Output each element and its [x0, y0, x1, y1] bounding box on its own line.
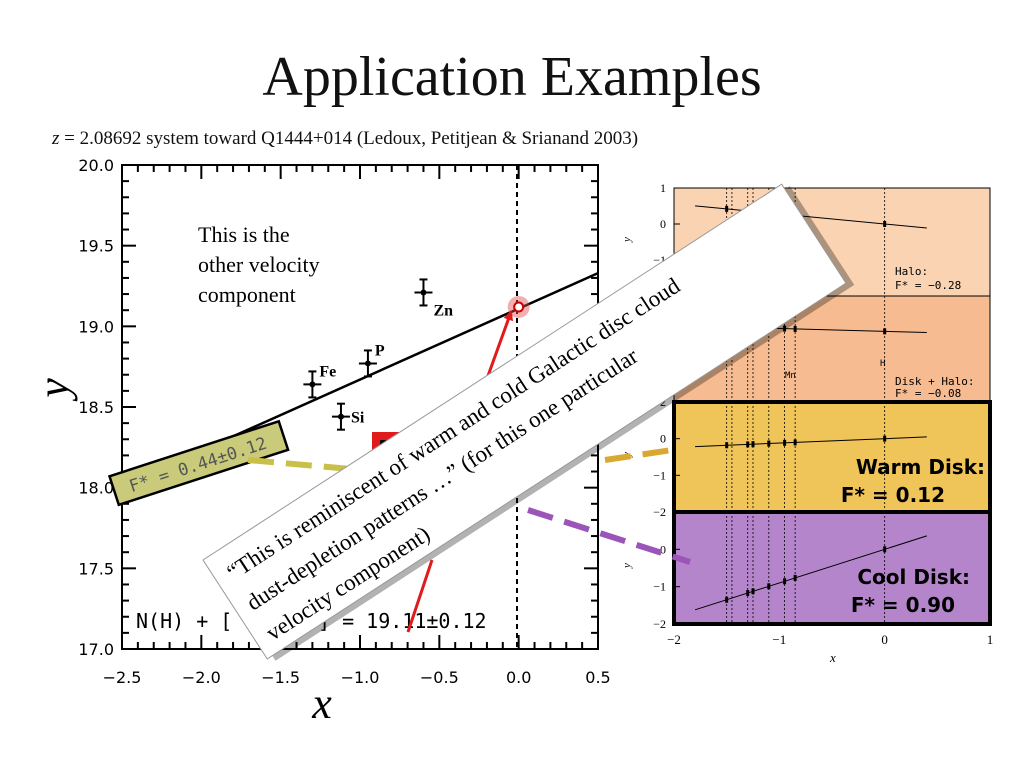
y-tick-label: 17.5: [78, 559, 114, 578]
bottom-label-left: N(H) + [: [136, 609, 232, 633]
panel-point: [883, 328, 887, 335]
panel-cool-label: Cool Disk:: [857, 565, 970, 589]
panel-fit-line: [694, 535, 927, 611]
panel-x-tick-label: −1: [772, 632, 786, 647]
panel-y-tick-label: −2: [653, 617, 666, 631]
point-label: Si: [351, 410, 365, 427]
panel-x-tick-label: 1: [987, 632, 994, 647]
point-marker: [364, 360, 371, 367]
panel-point: [883, 221, 887, 227]
point-marker: [309, 381, 316, 388]
x-tick-label: −2.0: [182, 668, 221, 687]
panel-y-tick-label: 0: [660, 432, 666, 446]
annotation-line-2: other velocity: [198, 252, 320, 277]
panel-h-label: H: [880, 359, 885, 369]
bottom-label-right: ] = 19.11±0.12: [318, 609, 487, 633]
panel-cool-border: [672, 510, 992, 626]
y-tick-label: 20.0: [78, 156, 114, 175]
dashed-connector-yellow-right: [604, 447, 673, 463]
panel-plot-3: 0 −1 −2 y: [621, 512, 927, 631]
panel-point: [725, 596, 729, 603]
panel-fit-line: [695, 436, 927, 448]
panel-point: [783, 439, 787, 446]
panel-warm-fstar: F* = 0.12: [841, 483, 945, 507]
data-point-zn: Zn: [414, 278, 453, 319]
x-tick-label: −1.0: [341, 668, 380, 687]
annotation-line-1: This is the: [198, 222, 290, 247]
point-label: P: [375, 342, 385, 359]
callout-bg: [202, 183, 847, 660]
data-point-fe: Fe: [303, 363, 336, 399]
panel-cool-fstar: F* = 0.90: [851, 593, 955, 617]
panel-point: [751, 588, 755, 595]
panel-y-tick-label: 0: [660, 542, 666, 556]
panel-point: [751, 441, 755, 448]
annotation-line-3: component: [198, 282, 296, 307]
panel-fit-line: [695, 205, 927, 229]
data-point-p: P: [358, 342, 385, 378]
panel-halo-label: Halo:: [895, 265, 928, 278]
data-point-si: Si: [331, 402, 365, 431]
y-tick-label: 18.0: [78, 479, 114, 498]
red-arrow-down: [406, 559, 434, 633]
panel-point: [767, 583, 771, 590]
panel-point: [783, 578, 787, 585]
subtitle-z: z: [52, 128, 60, 149]
point-label: Zn: [433, 302, 453, 319]
subtitle-text: = 2.08692 system toward Q1444+014 (Ledou…: [59, 128, 639, 149]
panel-point: [793, 439, 797, 446]
main-x-tick-labels: −2.5 −2.0 −1.5 −1.0 −0.5 0.0 0.5: [103, 668, 611, 687]
panel-y-tick-label: −2: [653, 505, 666, 519]
panel-point: [883, 546, 887, 553]
x-tick-label: 0.5: [585, 668, 610, 687]
panel-dh-label: Disk + Halo:: [895, 375, 974, 388]
y-tick-label: 19.5: [78, 237, 114, 256]
x-tick-label: −0.5: [420, 668, 459, 687]
panel-point: [783, 325, 787, 332]
slide-subtitle: z = 2.08692 system toward Q1444+014 (Led…: [52, 128, 638, 150]
dashed-connector-purple: [527, 507, 691, 565]
panel-warm-label: Warm Disk:: [856, 455, 985, 479]
fit-label-bg: [107, 419, 290, 507]
y-tick-label: 17.0: [78, 640, 114, 659]
panel-halo-fstar: F* = −0.28: [895, 279, 961, 292]
x-tick-label: −2.5: [103, 668, 142, 687]
panel-y-tick-label: −1: [653, 580, 666, 594]
panel-warm-disk: [673, 401, 991, 513]
main-y-label: y: [29, 378, 78, 402]
panel-point: [883, 435, 887, 442]
point-marker: [337, 413, 344, 420]
point-label: Fe: [319, 363, 336, 380]
point-marker: [420, 289, 427, 296]
panel-point: [793, 325, 797, 332]
slide-title: Application Examples: [262, 46, 762, 108]
panel-y-label: y: [621, 237, 633, 243]
panel-point: [767, 440, 771, 447]
panel-x-tick-labels: −2 −1 0 1: [667, 632, 993, 647]
panel-mn-label: Mn: [785, 371, 796, 381]
panel-point: [746, 590, 750, 597]
highlight-point: [513, 301, 525, 313]
panel-point: [725, 205, 729, 212]
panel-y-tick-label: 1: [660, 181, 666, 195]
panel-point: [793, 574, 797, 581]
panel-y-tick-label: −1: [653, 468, 666, 482]
panel-x-label: x: [829, 650, 836, 665]
panel-y-tick-label: 0: [660, 217, 666, 231]
y-tick-label: 18.5: [78, 398, 114, 417]
x-tick-label: 0.0: [506, 668, 531, 687]
panel-point: [725, 442, 729, 449]
panel-dh-fstar: F* = −0.08: [895, 387, 961, 400]
panel-y-label: y: [621, 563, 633, 569]
main-x-label: x: [311, 679, 332, 728]
y-tick-label: 19.0: [78, 317, 114, 336]
panel-x-tick-label: 0: [881, 632, 888, 647]
x-tick-label: −1.5: [261, 668, 300, 687]
main-y-tick-labels: 17.0 17.5 18.0 18.5 19.0 19.5 20.0: [78, 156, 114, 659]
panel-point: [746, 441, 750, 448]
panel-x-tick-label: −2: [667, 632, 681, 647]
